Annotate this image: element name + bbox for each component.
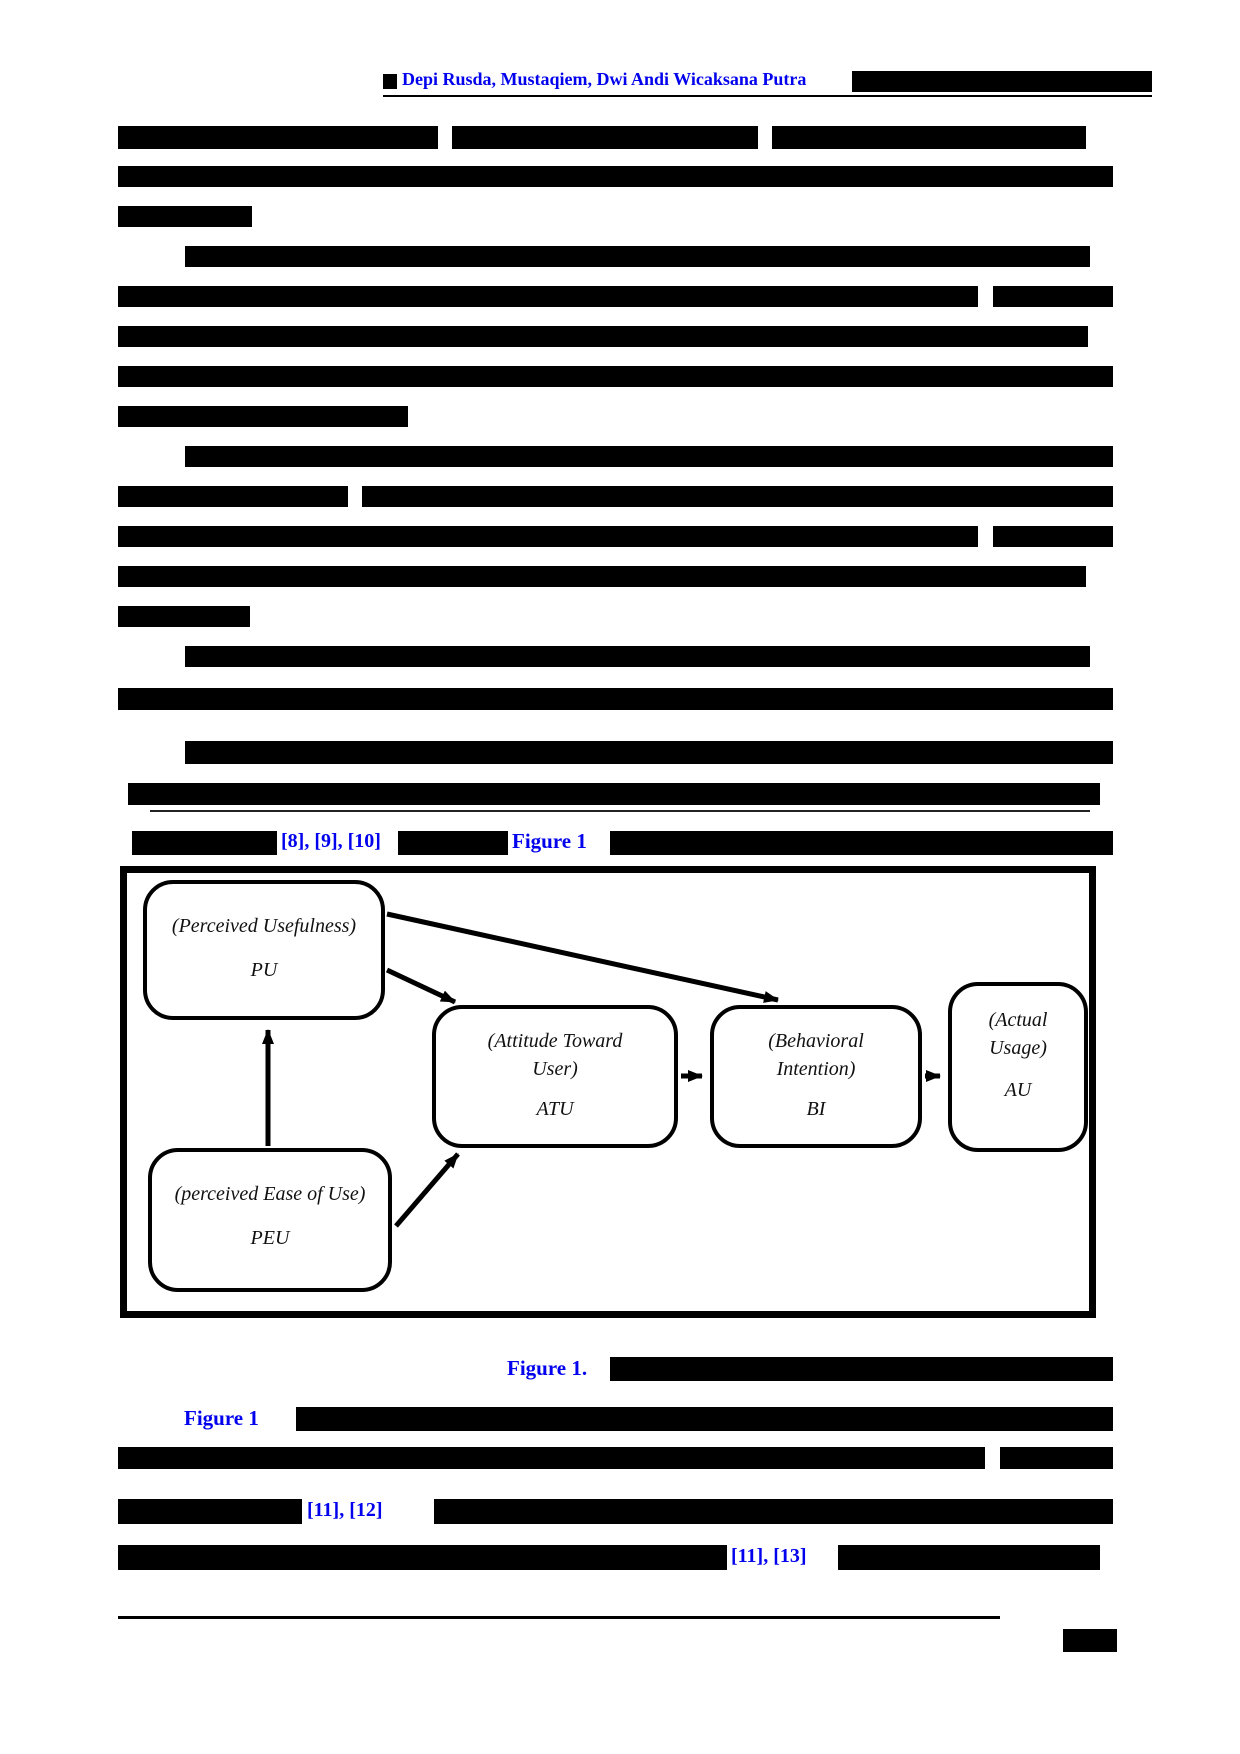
figure-caption-label[interactable]: Figure 1. [507, 1356, 588, 1380]
node-label: Intention) [776, 1058, 856, 1080]
redacted-text [772, 126, 1086, 149]
citation-link-11-13[interactable]: [11], [13] [731, 1545, 807, 1567]
figure-1-inline-link[interactable]: Figure 1 [512, 829, 587, 853]
node-abbr: PEU [250, 1227, 290, 1249]
redacted-header-text [852, 71, 1152, 92]
header-rule [383, 95, 1152, 97]
figure-node-attitude-toward-user: (Attitude Toward User) ATU [432, 1005, 678, 1148]
redacted-text [118, 566, 1086, 587]
redacted-text [185, 246, 1090, 267]
redacted-text [993, 286, 1113, 307]
redacted-text [362, 486, 1113, 507]
redacted-text [610, 831, 1113, 855]
redacted-text [118, 1447, 985, 1469]
redacted-caption-text [610, 1357, 1113, 1381]
redacted-text [118, 126, 438, 149]
redacted-text [118, 606, 250, 627]
redacted-text [838, 1545, 1100, 1570]
redacted-text [128, 783, 1100, 805]
node-abbr: AU [1004, 1079, 1032, 1101]
redacted-header-mark [383, 74, 397, 89]
figure-node-behavioral-intention: (Behavioral Intention) BI [710, 1005, 922, 1148]
figure-node-perceived-ease-of-use: (perceived Ease of Use) PEU [148, 1148, 392, 1292]
node-abbr: BI [806, 1098, 826, 1120]
redacted-text [118, 206, 252, 227]
redacted-text [434, 1499, 1113, 1524]
redacted-text [118, 688, 1113, 710]
redacted-text [118, 1499, 302, 1524]
redacted-text [452, 126, 758, 149]
node-label: User) [532, 1058, 578, 1080]
node-label: Usage) [989, 1037, 1047, 1059]
redacted-text [118, 326, 1088, 347]
node-label: (Attitude Toward [487, 1030, 623, 1052]
redacted-text [118, 286, 978, 307]
citation-link-8-9-10[interactable]: [8], [9], [10] [281, 830, 381, 852]
node-label: (Actual [988, 1009, 1048, 1031]
redacted-text [118, 406, 408, 427]
redacted-text [118, 486, 348, 507]
redacted-text [1000, 1447, 1113, 1469]
figure-node-actual-usage: (Actual Usage) AU [948, 982, 1088, 1152]
footer-rule [118, 1616, 1000, 1619]
redacted-underline [150, 810, 1090, 812]
redacted-text [993, 526, 1113, 547]
redacted-text [118, 166, 1113, 187]
figure-node-perceived-usefulness: (Perceived Usefulness) PU [143, 880, 385, 1020]
redacted-text [185, 446, 1113, 467]
redacted-text [118, 1545, 727, 1570]
redacted-text [118, 366, 1113, 387]
redacted-text [398, 831, 508, 855]
redacted-text [185, 741, 1113, 764]
header-authors: Depi Rusda, Mustaqiem, Dwi Andi Wicaksan… [402, 69, 807, 89]
citation-link-11-12[interactable]: [11], [12] [307, 1499, 383, 1521]
redacted-page-number [1063, 1629, 1117, 1652]
figure-1-paragraph-link[interactable]: Figure 1 [184, 1406, 259, 1430]
node-abbr: PU [250, 959, 278, 981]
node-abbr: ATU [536, 1098, 574, 1120]
node-label: (perceived Ease of Use) [174, 1183, 366, 1205]
redacted-text [296, 1407, 1113, 1431]
node-label: (Behavioral [768, 1030, 864, 1052]
redacted-text [132, 831, 277, 855]
redacted-text [118, 526, 978, 547]
node-label: (Perceived Usefulness) [171, 915, 357, 937]
redacted-text [185, 646, 1090, 667]
